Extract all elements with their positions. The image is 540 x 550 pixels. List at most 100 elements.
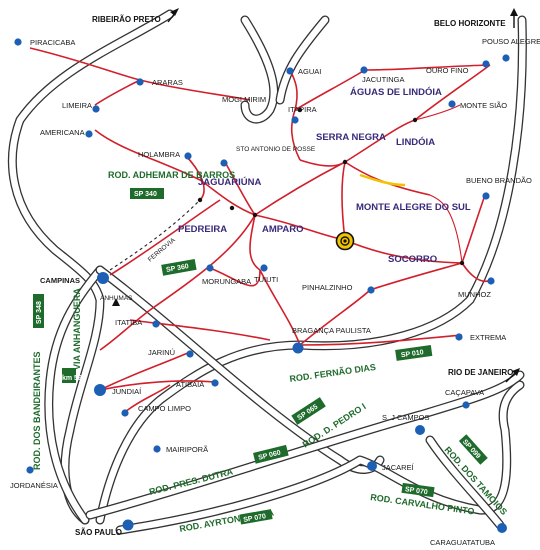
badge-sp010: SP 010 — [395, 345, 433, 361]
label-americana: AMERICANA — [40, 128, 85, 137]
highways-layer — [7, 9, 527, 535]
city-dot-americana[interactable] — [85, 130, 93, 138]
label-sto-antonio: STO ANTONIO DE POSSE — [236, 146, 316, 153]
badge-sp360: SP 360 — [161, 258, 197, 276]
city-dot-sj-campos[interactable] — [415, 425, 425, 435]
badge-sp065: SP 065 — [291, 397, 326, 425]
city-dot-sao-paulo[interactable] — [122, 519, 134, 531]
city-dot-jacarei[interactable] — [367, 461, 377, 471]
label-monte-siao: MONTE SIÃO — [460, 101, 507, 110]
label-jordanesia: JORDANÉSIA — [10, 481, 58, 490]
svg-text:SP 070: SP 070 — [243, 513, 267, 524]
label-cacapava: CAÇAPAVA — [445, 388, 484, 397]
label-morungaba: MORUNGABA — [202, 277, 251, 286]
label-sao-paulo: SÃO PAULO — [75, 528, 122, 537]
city-dot-monte-siao[interactable] — [448, 100, 456, 108]
label-pinhalzinho: PINHALZINHO — [302, 283, 353, 292]
region-labels: ÁGUAS DE LINDÓIA SERRA NEGRA LINDÓIA JAG… — [178, 86, 471, 265]
label-rod-pres-dutra: ROD. PRES. DUTRA — [148, 466, 234, 497]
label-piracicaba: PIRACICABA — [30, 38, 75, 47]
label-rio-de-janeiro: RIO DE JANEIRO — [448, 368, 513, 377]
label-ribeirao-preto: RIBEIRÃO PRETO — [92, 15, 161, 24]
label-pedreira: PEDREIRA — [178, 224, 227, 235]
direction-arrows — [112, 8, 520, 383]
label-caraguatatuba: CARAGUATATUBA — [430, 538, 495, 547]
svg-text:SP 348: SP 348 — [36, 301, 43, 324]
label-jacarei: JACAREÍ — [382, 463, 415, 472]
city-dots — [14, 38, 510, 533]
label-via-anhanguera: VIA ANHANGUERA — [72, 288, 82, 370]
city-dot-tuiuti[interactable] — [260, 264, 268, 272]
badge-sp060: SP 060 — [253, 444, 289, 464]
label-jacutinga: JACUTINGA — [362, 75, 405, 84]
svg-text:SP 360: SP 360 — [166, 263, 190, 274]
svg-text:km 59: km 59 — [62, 375, 82, 382]
railway-line — [109, 199, 201, 271]
city-dot-jarinu[interactable] — [186, 350, 194, 358]
badge-sp070-b: SP 070 — [401, 482, 435, 498]
label-monte-alegre: MONTE ALEGRE DO SUL — [356, 202, 471, 213]
label-limeira: LIMEIRA — [62, 101, 92, 110]
label-jaguariuna: JAGUARIÚNA — [198, 176, 261, 188]
direction-labels: RIBEIRÃO PRETO BELO HORIZONTE RIO DE JAN… — [92, 15, 513, 377]
label-rod-dos-bandeirantes: ROD. DOS BANDEIRANTES — [32, 351, 42, 470]
label-anhumas: ANHUMAS — [100, 295, 133, 302]
city-dot-jacutinga[interactable] — [360, 66, 368, 74]
label-aguas-de-lindoia: ÁGUAS DE LINDÓIA — [350, 86, 442, 98]
city-dot-itapira[interactable] — [291, 116, 299, 124]
city-dot-campinas[interactable] — [97, 272, 109, 284]
label-lindoia: LINDÓIA — [396, 136, 435, 148]
badge-sp070-a: SP 070 — [239, 509, 273, 525]
city-dot-araras[interactable] — [136, 78, 144, 86]
badge-sp340: SP 340 — [130, 188, 164, 199]
label-rod-adhemar: ROD. ADHEMAR DE BARROS — [108, 170, 235, 180]
city-dot-pouso-alegre[interactable] — [502, 54, 510, 62]
badge-km59: km 59 — [62, 368, 82, 383]
city-dot-aguai[interactable] — [286, 67, 294, 75]
label-jarinu: JARINÚ — [148, 348, 175, 357]
city-dot-sto-antonio[interactable] — [220, 159, 228, 167]
badge-sp348: SP 348 — [33, 294, 44, 328]
svg-text:SP 340: SP 340 — [134, 191, 157, 198]
label-itatiba: ITATIBA — [115, 318, 142, 327]
city-dot-mairipora[interactable] — [153, 445, 161, 453]
city-dot-jordanesia[interactable] — [26, 466, 34, 474]
city-dot-campo-limpo[interactable] — [121, 409, 129, 417]
label-atibaia: ATIBAIA — [176, 380, 204, 389]
label-campo-limpo: CAMPO LIMPO — [138, 404, 191, 413]
city-dot-atibaia[interactable] — [211, 379, 219, 387]
label-araras: ARARAS — [152, 78, 183, 87]
label-mairipora: MAIRIPORÃ — [166, 445, 208, 454]
city-dot-morungaba[interactable] — [206, 264, 214, 272]
anhumas-arrow-icon — [112, 298, 120, 306]
city-dot-holambra[interactable] — [184, 152, 192, 160]
svg-text:SP 010: SP 010 — [401, 349, 425, 359]
label-belo-horizonte: BELO HORIZONTE — [434, 19, 506, 28]
city-dot-braganca[interactable] — [292, 342, 304, 354]
label-campinas: CAMPINAS — [40, 276, 80, 285]
city-dot-limeira[interactable] — [92, 105, 100, 113]
label-bueno-brandao: BUENO BRANDÃO — [466, 176, 532, 185]
city-dot-ouro-fino[interactable] — [482, 60, 490, 68]
city-dot-bueno-brandao[interactable] — [482, 192, 490, 200]
destination-marker[interactable] — [335, 231, 355, 251]
city-dot-pinhalzinho[interactable] — [367, 286, 375, 294]
label-aguai: AGUAI — [298, 67, 321, 76]
label-holambra: HOLAMBRA — [138, 150, 180, 159]
label-itapira: ITAPIRA — [288, 105, 317, 114]
label-socorro: SOCORRO — [388, 254, 437, 265]
city-dot-cacapava[interactable] — [462, 401, 470, 409]
city-dot-jundiai[interactable] — [94, 384, 106, 396]
label-pouso-alegre: POUSO ALEGRE — [482, 37, 540, 46]
label-rod-fernao-dias: ROD. FERNÃO DIAS — [289, 362, 377, 384]
city-dot-itatiba[interactable] — [152, 320, 160, 328]
label-ouro-fino: OURO FINO — [426, 66, 469, 75]
city-dot-munhoz[interactable] — [487, 277, 495, 285]
label-mogi-mirim: MOGI MIRIM — [222, 95, 266, 104]
local-roads-layer — [29, 47, 493, 413]
city-dot-piracicaba[interactable] — [14, 38, 22, 46]
city-labels: PIRACICABA ARARAS LIMEIRA AMERICANA MOGI… — [10, 37, 540, 547]
city-dot-extrema[interactable] — [455, 333, 463, 341]
city-dot-caraguatatuba[interactable] — [497, 523, 507, 533]
